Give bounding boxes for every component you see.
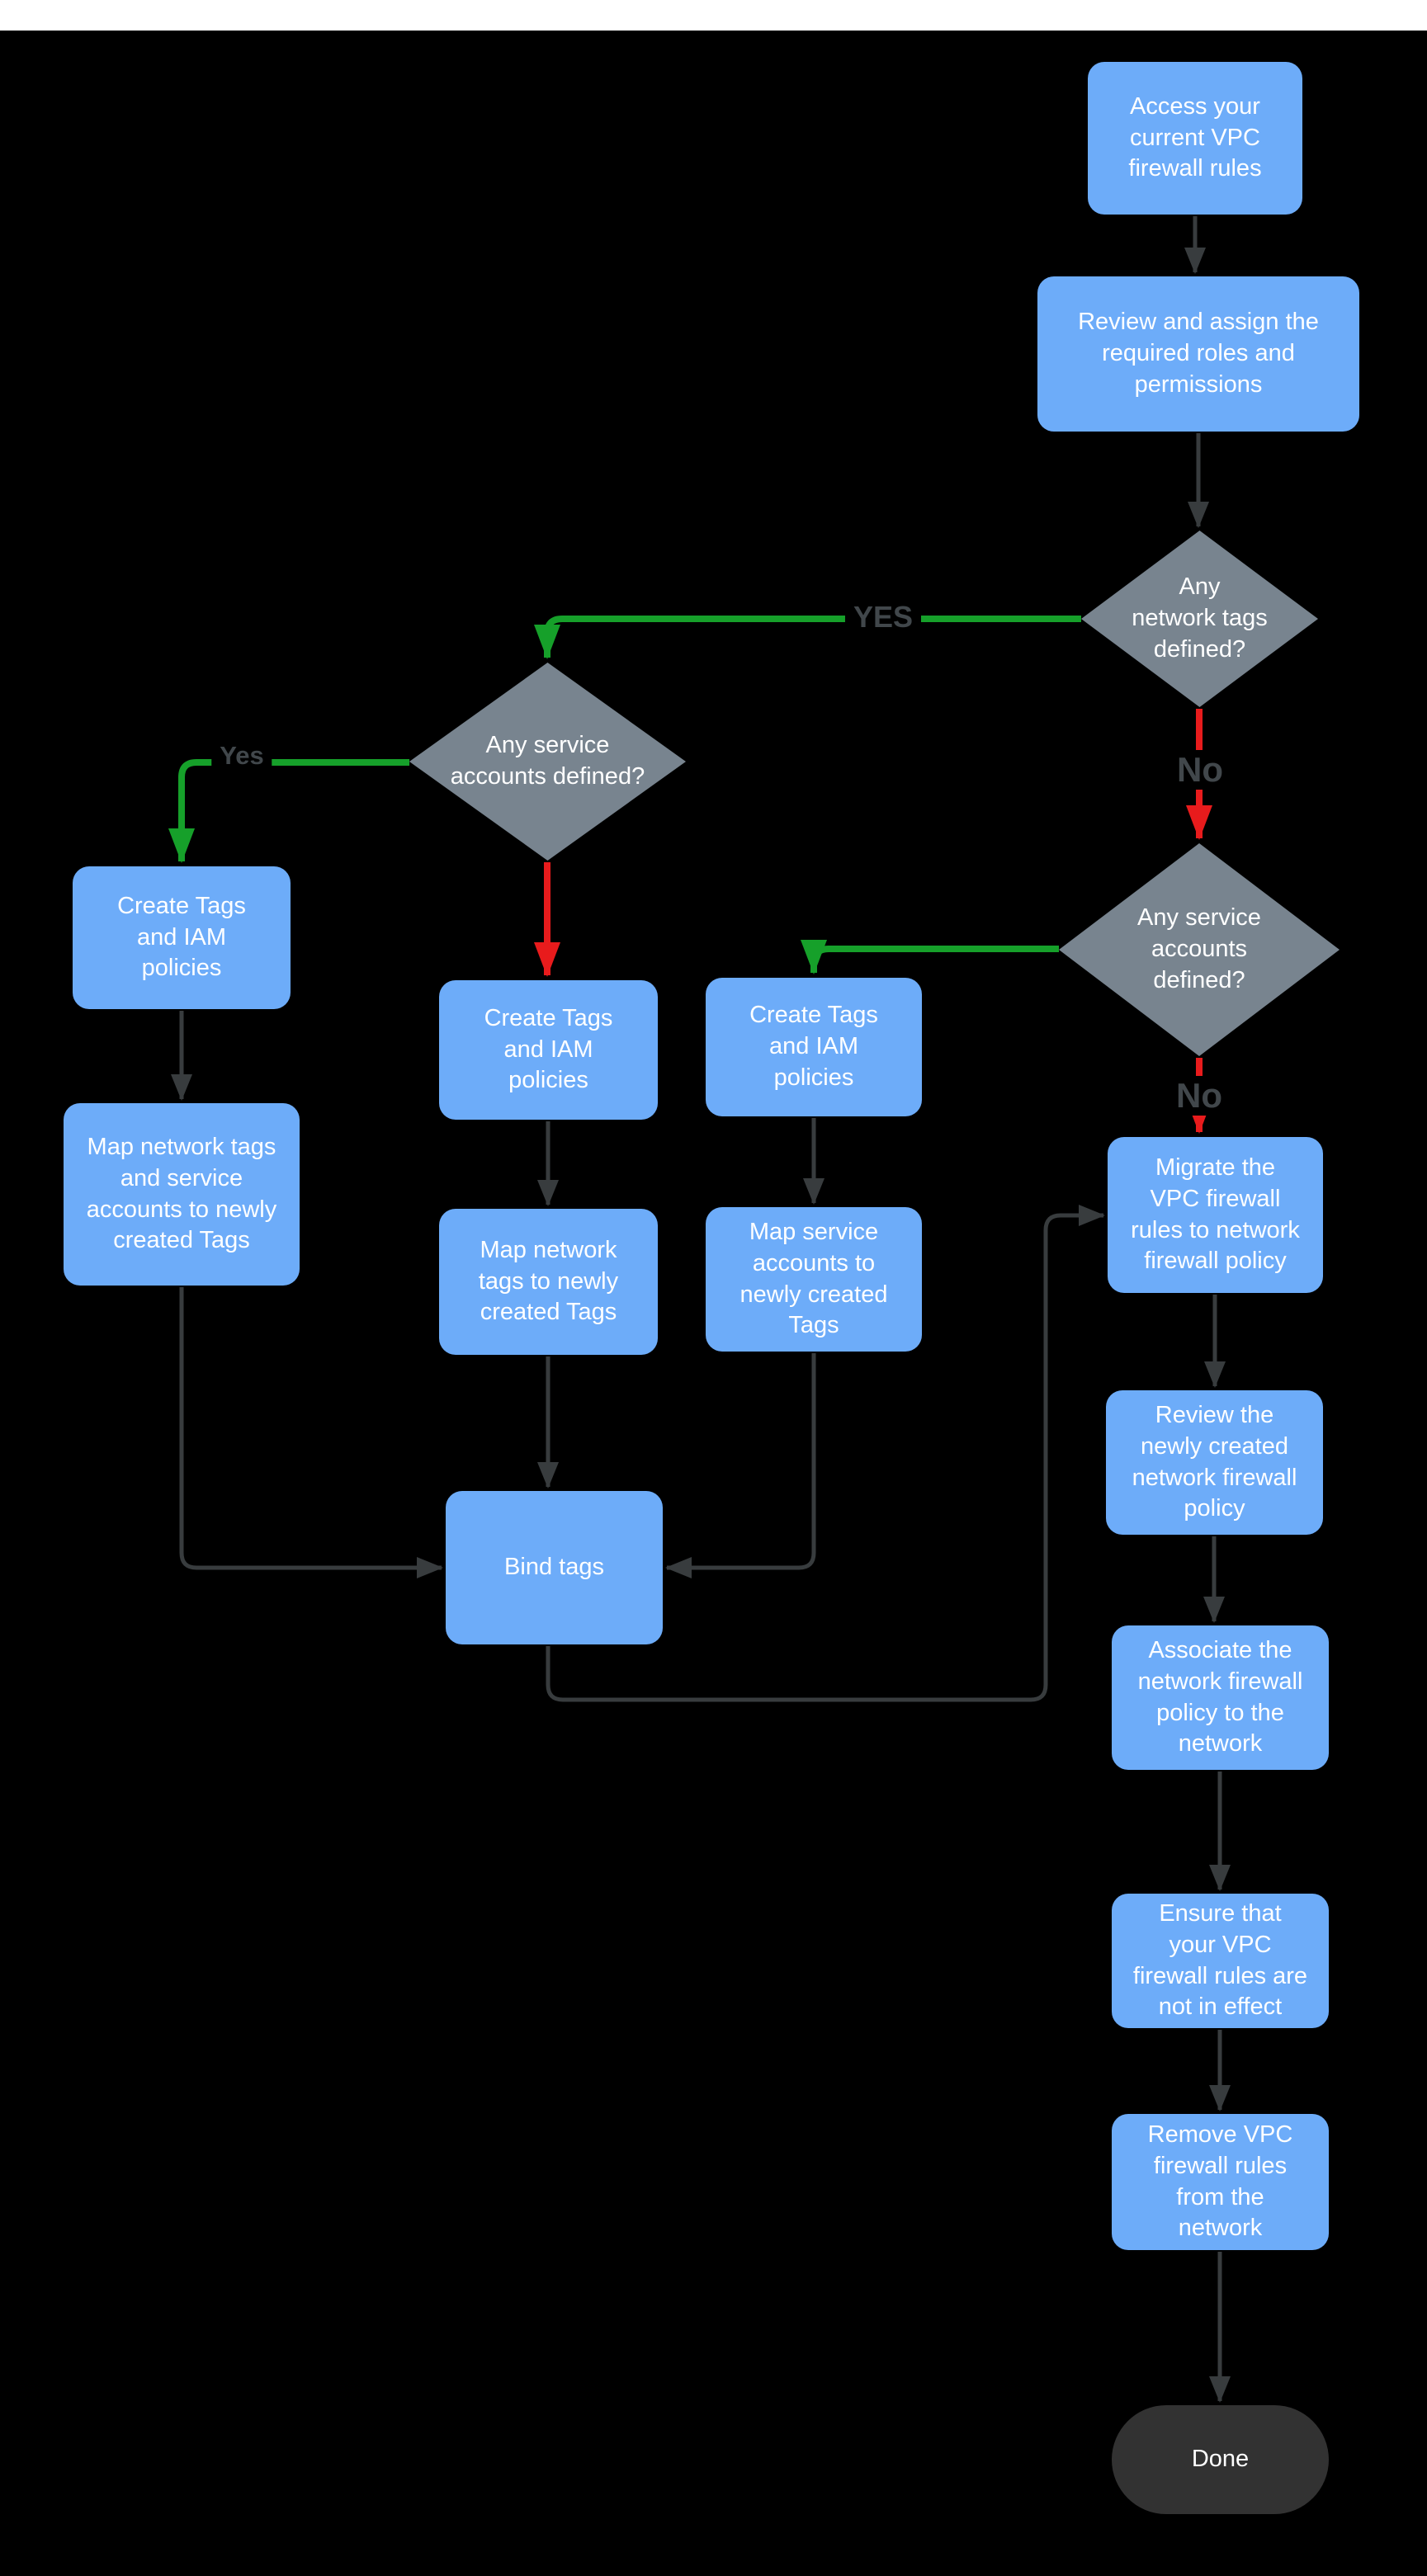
step-migrate-vpc-firewall-rules: Migrate the VPC firewall rules to networ… [1108,1137,1323,1293]
edge-label-yes-network-tags: YES [844,600,922,635]
step-map-service-accounts: Map service accounts to newly created Ta… [706,1207,922,1352]
edge-yes-svcacct-right-to-createright [801,940,1059,974]
top-white-bar [0,0,1427,31]
step-review-network-firewall-policy: Review the newly created network firewal… [1106,1390,1323,1535]
terminator-done: Done [1112,2405,1329,2514]
edge-mapright-to-bind [665,1353,816,1578]
edge-label-no-network-tags: No [1169,750,1231,790]
edge-mapleft-to-bind [179,1287,443,1578]
step-map-network-tags-and-service-accounts: Map network tags and service accounts to… [64,1103,300,1286]
step-review-assign-roles: Review and assign the required roles and… [1037,276,1359,432]
edge-yes-nettags-to-svcacct-mid [534,616,1081,659]
step-map-network-tags: Map network tags to newly created Tags [439,1209,658,1355]
edge-label-no-service-accounts: No [1168,1076,1231,1116]
edge-bind-to-migrate [546,1205,1105,1702]
step-bind-tags: Bind tags [446,1491,663,1644]
step-ensure-rules-not-in-effect: Ensure that your VPC firewall rules are … [1112,1894,1329,2028]
step-remove-vpc-firewall-rules: Remove VPC firewall rules from the netwo… [1112,2114,1329,2250]
step-associate-policy-to-network: Associate the network firewall policy to… [1112,1625,1329,1770]
step-create-tags-iam-left: Create Tags and IAM policies [73,866,291,1009]
edge-label-yes-service-accounts: Yes [211,741,272,771]
edge-yes-svcacct-mid-to-createleft [168,759,409,863]
step-create-tags-iam-mid: Create Tags and IAM policies [439,980,658,1120]
step-create-tags-iam-right: Create Tags and IAM policies [706,978,922,1116]
step-access-vpc-firewall-rules: Access your current VPC firewall rules [1088,62,1302,215]
